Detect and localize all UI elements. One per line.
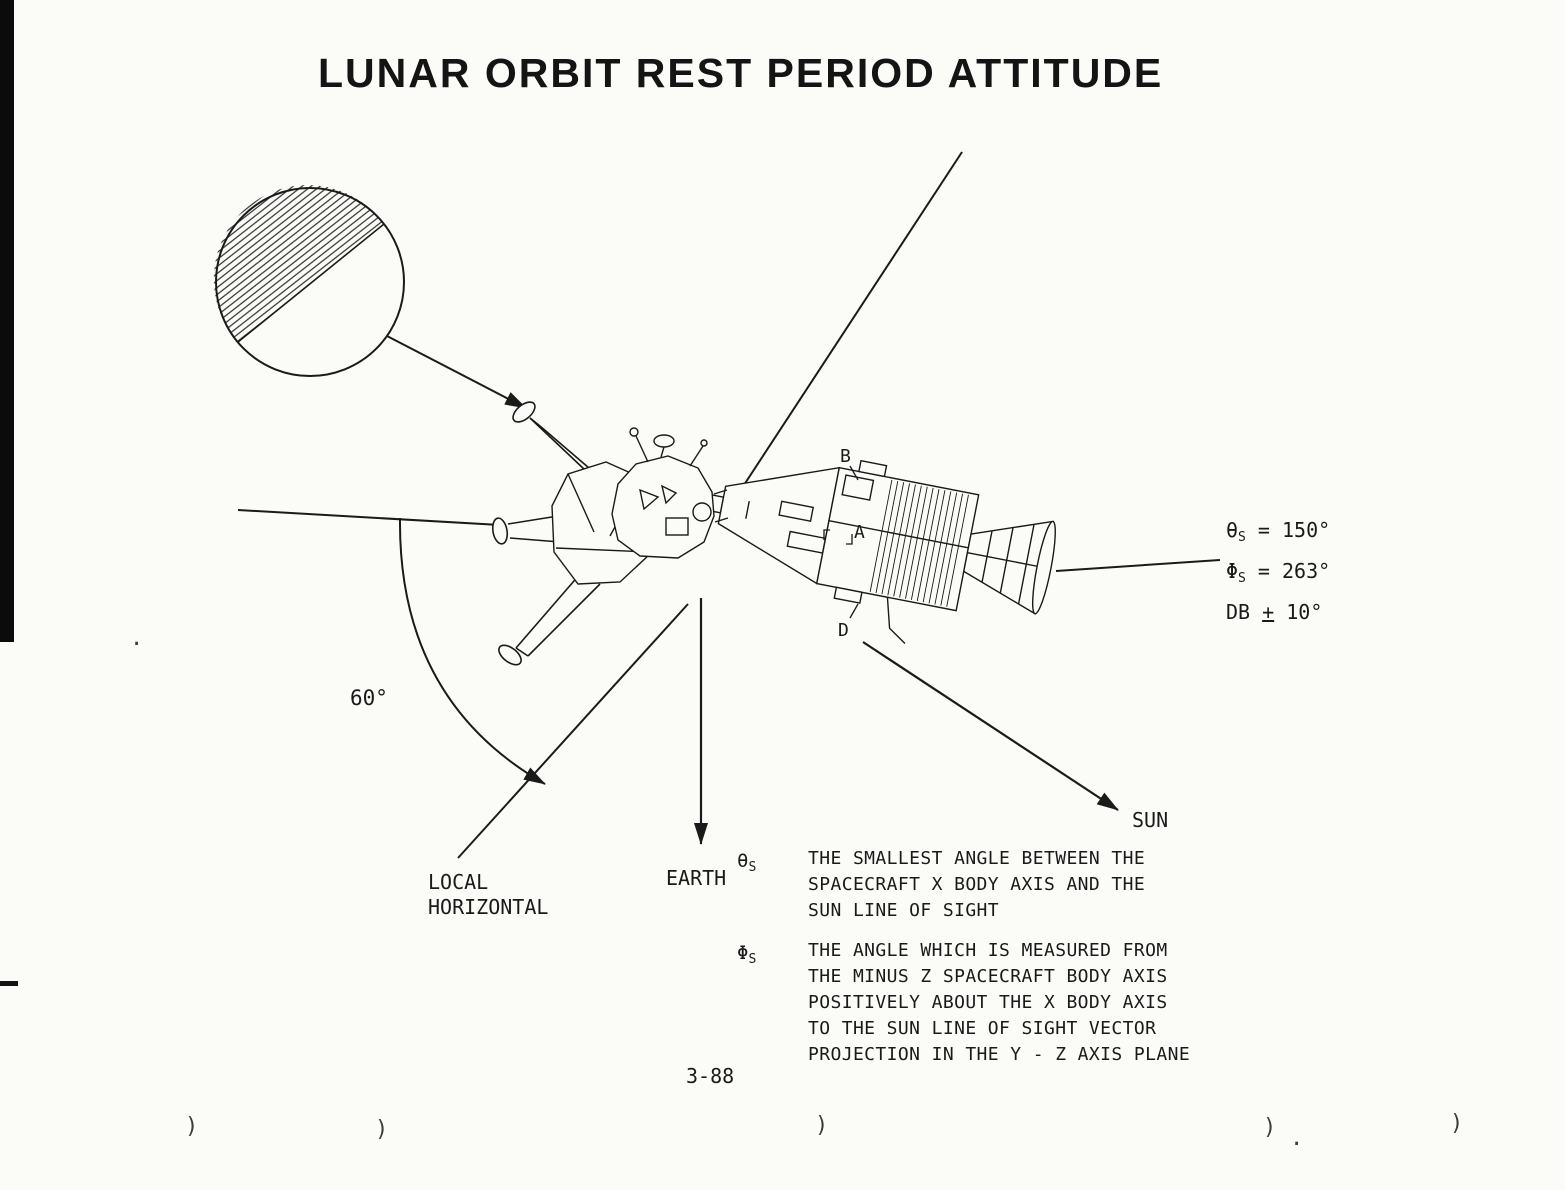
lm-window — [660, 484, 678, 505]
figure-title: LUNAR ORBIT REST PERIOD ATTITUDE — [318, 50, 1164, 96]
theta-s-value-row: θS = 150° — [1226, 518, 1330, 545]
phi-s-definition-symbol: ΦS — [737, 942, 756, 967]
label-a: A — [854, 522, 865, 543]
moon-pointer-line — [386, 335, 527, 409]
phi-s-definition-text: THE ANGLE WHICH IS MEASURED FROM THE MIN… — [808, 940, 1191, 1065]
theta-subscript: S — [1238, 530, 1246, 545]
scan-artifact-dot: . — [1290, 1126, 1304, 1151]
equals-sign: = — [1257, 518, 1270, 542]
deadband-value-row: DB + 10° — [1226, 600, 1330, 624]
lm-landing-legs — [491, 401, 604, 666]
label-leader-ticks — [823, 465, 859, 619]
lm-drawing — [491, 401, 729, 666]
service-module-hatching — [869, 479, 969, 607]
earth-label: EARTH — [666, 866, 727, 890]
angle-arc — [398, 517, 546, 785]
page-number: 3-88 — [686, 1064, 735, 1088]
scan-artifact-dot: . — [130, 626, 144, 651]
sun-label: SUN — [1132, 808, 1169, 832]
scan-artifact-left-dash — [0, 981, 18, 986]
scimitar-antenna — [886, 597, 906, 644]
theta-s-definition-text: THE SMALLEST ANGLE BETWEEN THE SPACECRAF… — [808, 848, 1146, 921]
theta-symbol: θ — [1226, 518, 1239, 542]
scan-artifact-paren: ) — [1450, 1111, 1464, 1136]
x-axis-line — [237, 509, 1221, 572]
equals-sign: = — [1257, 559, 1270, 583]
plus-minus-sign: + — [1262, 600, 1275, 624]
moon-disc-icon — [213, 185, 405, 377]
phi-symbol: Φ — [737, 942, 749, 964]
theta-s-value: 150° — [1282, 518, 1331, 542]
rcs-quad-top — [858, 459, 888, 478]
sun-arrow — [862, 641, 1119, 811]
label-d: D — [838, 620, 849, 641]
phi-subscript: S — [1238, 571, 1246, 586]
scan-artifact-paren: ) — [815, 1113, 829, 1138]
lm-docking-tunnel — [692, 502, 712, 522]
scan-artifact-paren: ) — [375, 1117, 389, 1142]
csm-drawing — [700, 459, 1056, 644]
phi-s-value-row: ΦS = 263° — [1226, 559, 1330, 586]
theta-subscript: S — [748, 860, 757, 875]
phi-symbol: Φ — [1226, 559, 1239, 583]
theta-s-definition-symbol: θS — [737, 850, 756, 875]
label-b: B — [840, 446, 851, 467]
lm-window — [639, 488, 660, 511]
deadband-value: 10° — [1286, 600, 1323, 624]
local-horizontal-line — [457, 151, 963, 859]
scan-artifact-paren: ) — [185, 1114, 199, 1139]
phi-s-value: 263° — [1282, 559, 1331, 583]
command-module-cone — [717, 466, 841, 585]
phi-subscript: S — [748, 952, 757, 967]
theta-symbol: θ — [737, 850, 749, 872]
attitude-values-block: θS = 150° ΦS = 263° DB + 10° — [1226, 518, 1330, 638]
deadband-label: DB — [1226, 600, 1251, 624]
lm-antennas — [629, 427, 708, 467]
angle-60-label: 60° — [350, 686, 388, 710]
local-horizontal-label: LOCAL HORIZONTAL — [428, 870, 549, 919]
rcs-quad-bottom — [833, 586, 863, 604]
scan-artifact-paren: ) — [1263, 1115, 1277, 1140]
scan-artifact-left-bar — [0, 0, 14, 642]
